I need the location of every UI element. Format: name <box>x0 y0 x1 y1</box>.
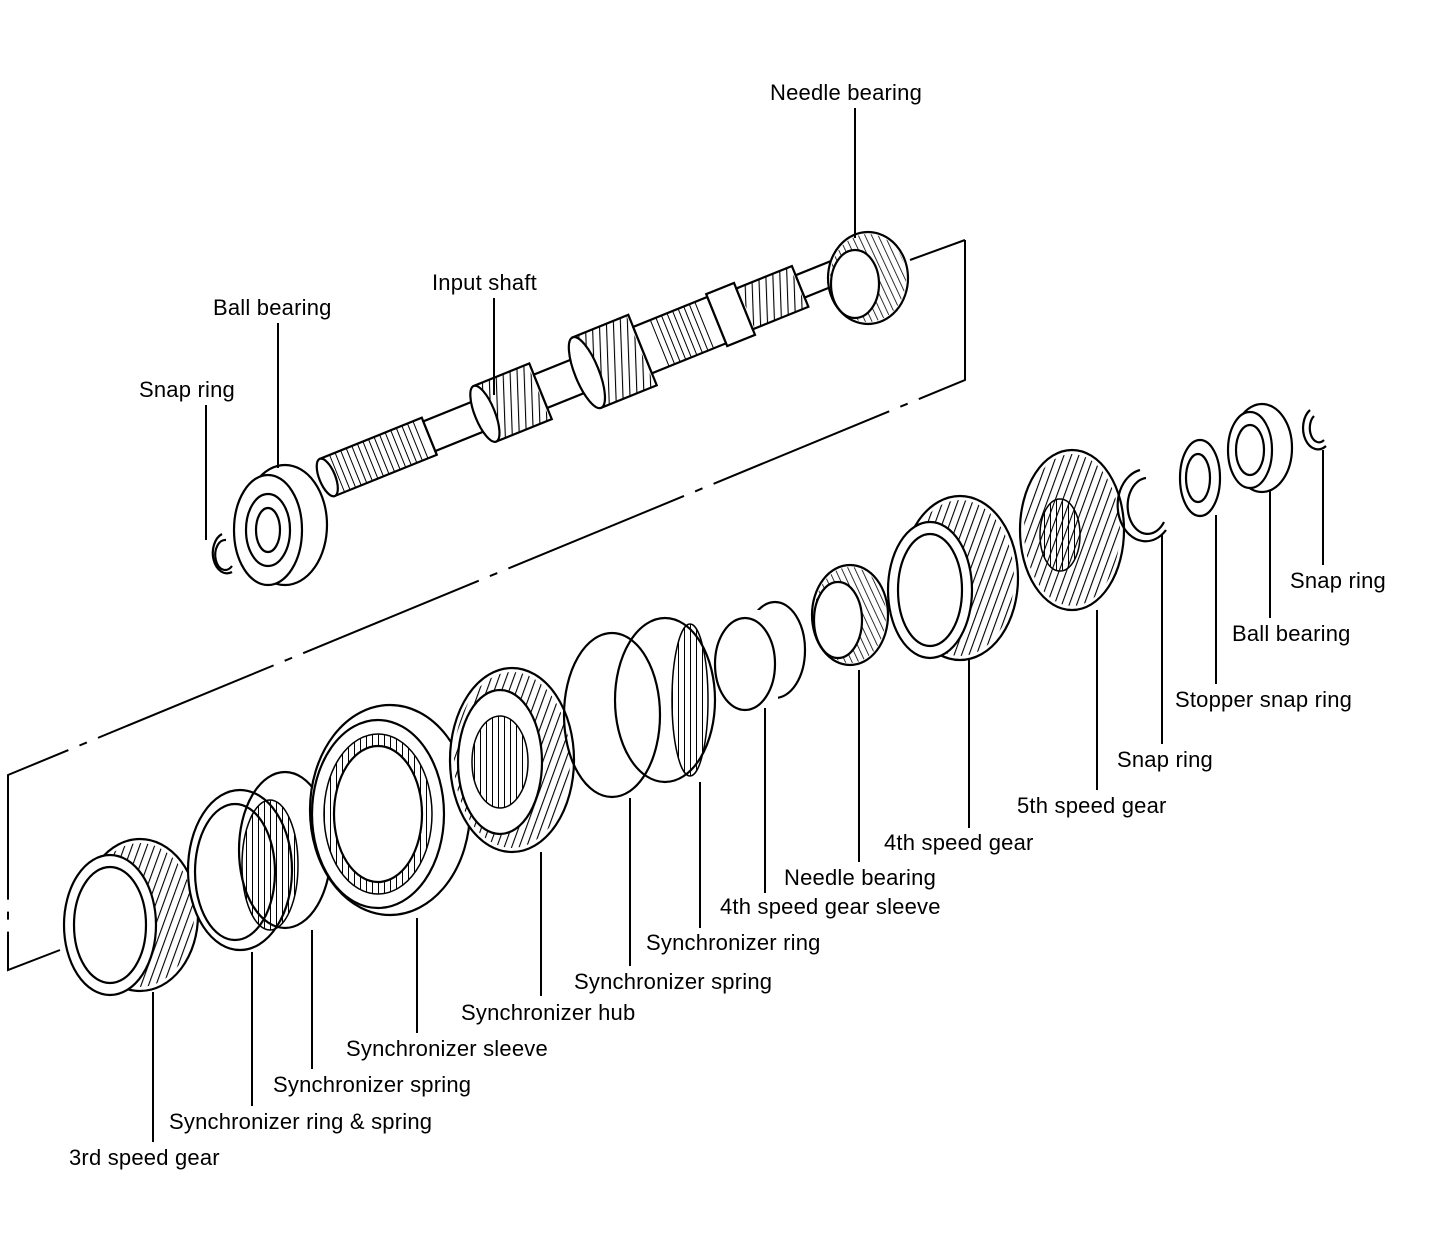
label-synchronizer-spring-left: Synchronizer spring <box>273 1072 472 1097</box>
label-input-shaft: Input shaft <box>432 270 537 295</box>
stopper-snap-ring <box>1178 438 1222 518</box>
label-fifth-speed-gear: 5th speed gear <box>1017 793 1167 818</box>
label-synchronizer-hub: Synchronizer hub <box>461 1000 636 1025</box>
label-synchronizer-spring-right: Synchronizer spring <box>574 969 773 994</box>
label-third-speed-gear: 3rd speed gear <box>69 1145 220 1170</box>
label-synchronizer-sleeve: Synchronizer sleeve <box>346 1036 548 1061</box>
ball-bearing-right <box>1226 402 1294 494</box>
snap-ring-left <box>211 533 233 575</box>
synchronizer-spring-right <box>562 631 662 799</box>
needle-bearing-lower <box>810 563 890 667</box>
fourth-speed-gear <box>886 494 1020 662</box>
ball-bearing-left <box>232 463 329 587</box>
synchronizer-hub <box>448 666 576 854</box>
label-synchronizer-ring-spring: Synchronizer ring & spring <box>169 1109 433 1134</box>
leader-lines <box>152 108 1324 1142</box>
label-ball-bearing-right: Ball bearing <box>1232 621 1351 646</box>
label-synchronizer-ring-right: Synchronizer ring <box>646 930 821 955</box>
synchronizer-sleeve <box>308 703 472 917</box>
label-needle-bearing-top: Needle bearing <box>770 80 923 105</box>
assembly-axis-lines <box>7 239 966 972</box>
label-ball-bearing-left: Ball bearing <box>213 295 332 320</box>
label-fourth-speed-gear-sleeve: 4th speed gear sleeve <box>720 894 941 919</box>
third-speed-gear <box>62 837 200 997</box>
synchronizer-ring-right <box>613 616 717 784</box>
label-needle-bearing-lower: Needle bearing <box>784 865 937 890</box>
label-snap-ring-mid: Snap ring <box>1117 747 1213 772</box>
label-fourth-speed-gear: 4th speed gear <box>884 830 1034 855</box>
fifth-speed-gear <box>1018 448 1126 612</box>
needle-bearing-top <box>826 230 910 326</box>
label-snap-ring-right: Snap ring <box>1290 568 1386 593</box>
input-shaft <box>315 258 845 498</box>
snap-ring-right <box>1301 409 1327 451</box>
label-snap-ring-left: Snap ring <box>139 377 235 402</box>
snap-ring-mid <box>1116 468 1167 543</box>
label-stopper-snap-ring: Stopper snap ring <box>1175 687 1353 712</box>
fourth-speed-gear-sleeve <box>713 600 807 712</box>
